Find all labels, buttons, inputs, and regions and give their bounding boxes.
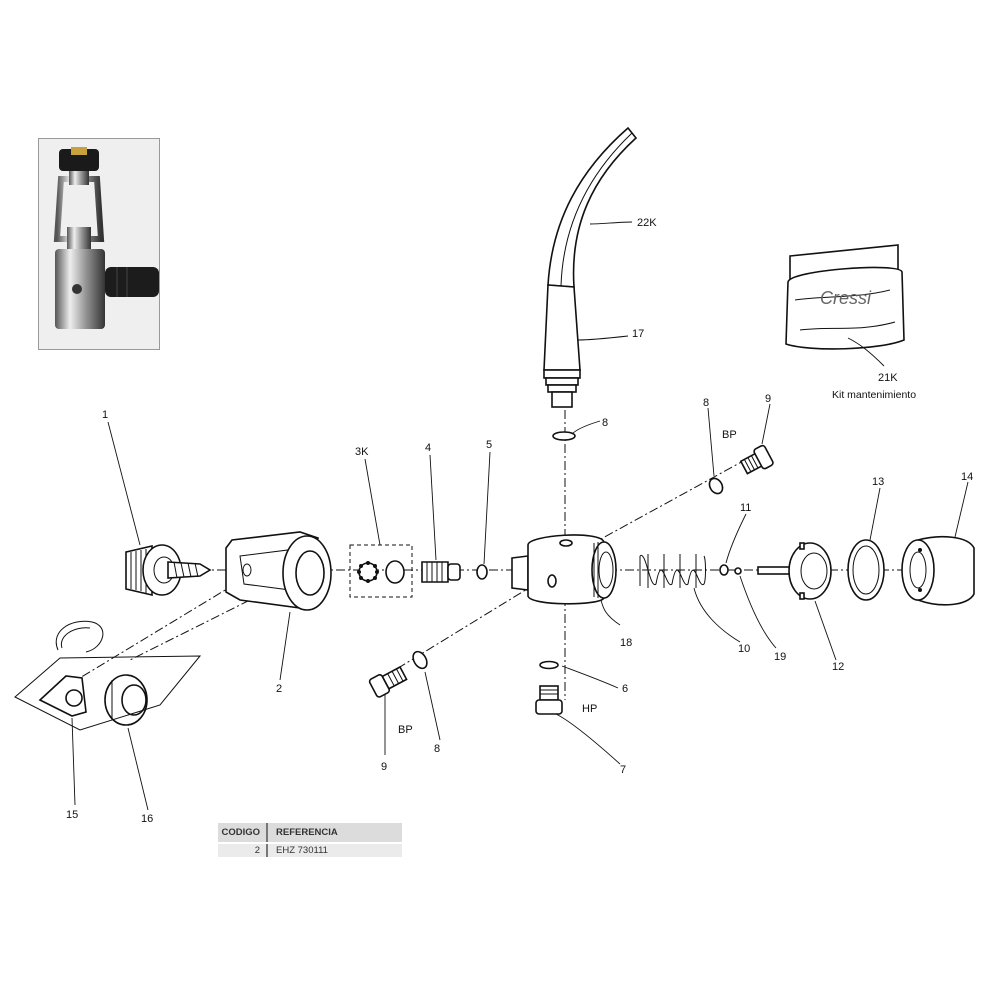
cap-axis-1 [59,574,251,691]
label-part-10: 10 [738,643,750,655]
hp-plug-7 [535,685,563,715]
label-part-5: 5 [486,439,492,451]
kit-brand-label: Cressi [820,288,872,308]
o-ring-6 [539,660,559,670]
label-part-18: 18 [620,637,632,649]
label-part-8-bottom: 8 [434,743,440,755]
filter-kit-3k-box [349,544,413,598]
o-ring-8-bottom [412,650,428,670]
end-cap-14 [901,535,975,606]
maintenance-kit-21k: Cressi [785,244,905,350]
label-part-17: 17 [632,328,644,340]
label-bp-bottom: BP [398,724,413,736]
kit-caption: Kit mantenimiento [832,389,916,401]
o-ring-5 [476,564,488,580]
label-part-12: 12 [832,661,844,673]
o-ring-13 [847,539,885,601]
regulator-photo-illustration [39,139,159,349]
yoke-screw-knob-1 [125,544,212,597]
label-part-4: 4 [425,442,431,454]
label-part-13: 13 [872,476,884,488]
o-ring-8-top [552,431,576,441]
label-part-19: 19 [774,651,786,663]
label-part-15: 15 [66,809,78,821]
label-part-11: 11 [740,502,751,514]
header-referencia: REFERENCIA [276,827,338,838]
label-part-8-right: 8 [703,397,709,409]
label-part-16: 16 [141,813,153,825]
bp-top-axis [589,459,746,546]
label-part-8-top: 8 [602,417,608,429]
body-18 [511,534,617,605]
washer-19 [734,567,742,575]
yoke-2 [225,531,332,611]
label-part-9-bottom: 9 [381,761,387,773]
dust-cap-15 [38,620,104,717]
bp-bottom-axis [394,574,551,671]
product-photo [38,138,160,350]
label-hp: HP [582,703,597,715]
table-row: 2 EHZ 730111 [218,844,402,857]
label-part-6: 6 [622,683,628,695]
filter-o-ring [385,560,405,584]
label-part-7: 7 [620,764,626,776]
filter-retainer-4 [421,561,461,583]
plug-9-right [739,444,774,475]
din-plug-16 [104,674,148,726]
label-part-9-right: 9 [765,393,771,405]
cap-plane-outline [14,655,202,731]
o-ring-11 [719,564,729,576]
label-bp-right: BP [722,429,737,441]
reference-table: CODIGO REFERENCIA 2 EHZ 730111 [218,823,402,857]
spring-10 [639,554,706,588]
label-part-21k: 21K [878,372,898,384]
header-codigo: CODIGO [218,823,268,842]
o-ring-8-right [708,477,724,495]
plug-9-bottom [368,665,408,698]
hose-fitting-17 [543,284,581,408]
sintered-filter [357,561,379,583]
reference-table-header: CODIGO REFERENCIA [218,823,402,842]
label-part-22k: 22K [637,217,657,229]
piston-12 [757,542,832,600]
leader-lines [71,221,969,811]
label-part-14: 14 [961,471,973,483]
hose-22k [547,126,638,288]
label-part-2: 2 [276,683,282,695]
row-reference: EHZ 730111 [276,845,328,856]
row-code: 2 [218,844,268,857]
cap-axis-2 [129,584,281,661]
label-part-3k: 3K [355,446,369,458]
label-part-1: 1 [102,409,108,421]
